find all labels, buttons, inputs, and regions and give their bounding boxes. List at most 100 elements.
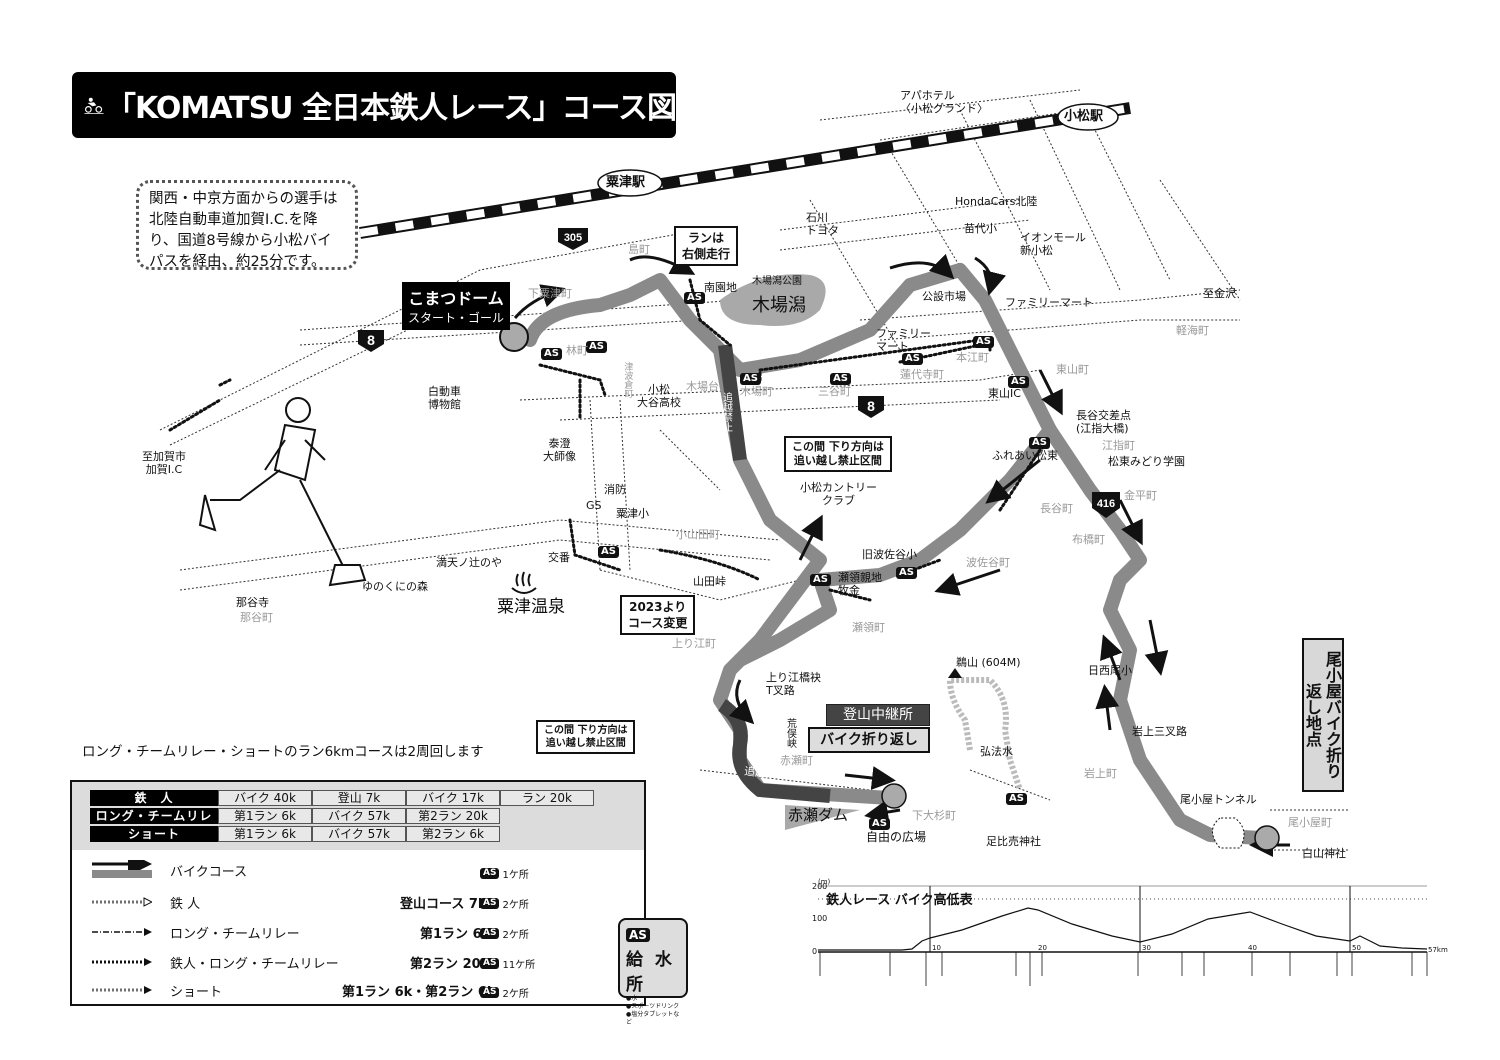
legend-run2: 鉄人・ロング・チームリレー 第2ラン 20k bbox=[92, 952, 489, 972]
landmark-label: 満天ノ辻のや bbox=[436, 556, 502, 569]
legend-bike-course: バイクコース bbox=[92, 860, 247, 880]
no-pass-road-label-1: 追越禁止 bbox=[720, 392, 732, 432]
aid-station-badge: AS bbox=[480, 868, 500, 879]
landmark-label: 松東みどり学園 bbox=[1108, 455, 1185, 468]
landmark-label: 至加賀市 加賀I.C bbox=[142, 450, 186, 476]
aid-station-badge: AS bbox=[973, 336, 994, 348]
elevation-chart: 200 100 0 (m) 10 20 30 40 50 57km bbox=[812, 878, 1448, 986]
aid-station-badge: AS bbox=[830, 373, 851, 385]
aid-station-badge: AS bbox=[1008, 376, 1029, 388]
as-count: AS 1ケ所 bbox=[480, 866, 529, 881]
landmark-label: HondaCars北陸 bbox=[955, 195, 1038, 208]
landmark-label: 鵜山 (604M) bbox=[956, 656, 1021, 669]
akase-dam-label: 赤瀬ダム bbox=[788, 806, 849, 824]
svg-text:40: 40 bbox=[1248, 944, 1257, 952]
komatsu-station-marker bbox=[1057, 103, 1119, 131]
aid-station-badge: AS bbox=[480, 987, 500, 998]
landmark-label: 小松 大谷高校 bbox=[637, 383, 681, 409]
as-count-value: 2ケ所 bbox=[502, 930, 529, 941]
start-goal-marker bbox=[499, 322, 529, 352]
landmark-label: 交番 bbox=[548, 551, 570, 564]
landmark-label: ゆのくにの森 bbox=[362, 580, 428, 593]
landmark-label: ふれあい松東 bbox=[992, 449, 1058, 462]
town-label: 蓮代寺町 bbox=[900, 368, 944, 381]
dotted-swatch bbox=[92, 958, 152, 966]
as-count: AS 2ケ所 bbox=[480, 985, 529, 1000]
town-label: 布橋町 bbox=[1072, 533, 1105, 546]
runner-illustration bbox=[198, 397, 367, 587]
landmark-label: 日西尾小 bbox=[1088, 664, 1132, 677]
town-label: 津波倉町 bbox=[622, 362, 633, 398]
landmark-label: 荒俣峡 bbox=[784, 718, 796, 748]
aid-station-badge: AS bbox=[740, 373, 761, 385]
segment-row-short: ショート 第1ラン 6k バイク 57k 第2ラン 6k bbox=[90, 826, 500, 842]
landmark-label: GS bbox=[586, 499, 602, 512]
okoya-turnaround-callout: 尾小屋バイク折り返し地点 bbox=[1302, 638, 1344, 792]
landmark-label: アパホテル 〈小松グランド〉 bbox=[900, 89, 988, 115]
legend-line-name: 鉄人・ロング・チームリレー bbox=[170, 956, 339, 972]
segment-part: 第2ラン 6k bbox=[406, 826, 500, 842]
komatsu-station-label: 小松駅 bbox=[1064, 109, 1104, 124]
town-label: 軽海町 bbox=[1176, 324, 1209, 337]
segment-part: ラン 20k bbox=[500, 790, 594, 806]
elevation-profile-line bbox=[818, 907, 1428, 951]
kibagata-lake bbox=[720, 274, 826, 326]
legend-line-name: ショート bbox=[170, 984, 223, 1000]
title-bar: 「KOMATSU 全日本鉄人レース」コース図 bbox=[72, 72, 677, 138]
bike-turnaround-label: バイク折り返し bbox=[808, 727, 930, 753]
mountain-trail bbox=[946, 677, 1023, 791]
landmark-label: 東山IC bbox=[988, 387, 1021, 400]
triathlon-logo-icon bbox=[84, 97, 104, 114]
run-right-side-callout: ランは 右側走行 bbox=[674, 226, 739, 266]
elevation-chart-title: 鉄人レース バイク高低表 bbox=[826, 893, 973, 908]
komatsu-dome-name: こまつドーム bbox=[408, 289, 504, 308]
town-label: 林町 bbox=[566, 344, 588, 357]
course-change-callout: 2023より コース変更 bbox=[620, 595, 696, 635]
aid-station-badge: AS bbox=[480, 898, 500, 909]
segment-row-ironman: 鉄 人 バイク 40k 登山 7k バイク 17k ラン 20k bbox=[90, 790, 594, 806]
svg-text:416: 416 bbox=[1097, 498, 1115, 510]
svg-text:200: 200 bbox=[812, 882, 827, 891]
landmark-label: 白動車 博物館 bbox=[428, 385, 461, 411]
as-count: AS 2ケ所 bbox=[480, 926, 529, 941]
aid-station-title: 給 水 所 bbox=[626, 950, 675, 995]
segment-part: 第1ラン 6k bbox=[218, 808, 312, 824]
no-pass-segment-1 bbox=[718, 344, 747, 461]
as-count: AS 11ケ所 bbox=[480, 956, 535, 971]
access-note: 関西・中京方面からの選手は北陸自動車道加賀I.C.を降り、国道8号線から小松バイ… bbox=[136, 180, 358, 270]
town-label: 瀬領町 bbox=[852, 621, 885, 634]
landmark-label: 弘法水 bbox=[980, 745, 1013, 758]
awazu-onsen-label: 粟津温泉 bbox=[497, 597, 565, 617]
landmark-label: 木場潟公園 bbox=[752, 276, 802, 287]
landmark-label: 消防 bbox=[604, 483, 626, 496]
summit-marker bbox=[948, 668, 962, 678]
aid-station-badge: AS bbox=[480, 928, 500, 939]
town-label: 本江町 bbox=[956, 351, 989, 364]
awazu-station-marker bbox=[597, 169, 663, 197]
akase-dam bbox=[785, 805, 860, 830]
aid-station-badge: AS bbox=[598, 546, 619, 558]
town-label: 江指町 bbox=[1102, 439, 1135, 452]
landmark-label: 苗代小 bbox=[964, 222, 997, 235]
relay-turnaround-marker bbox=[881, 783, 907, 809]
aid-station-legend: AS 給 水 所 ●水 ●スポーツドリンク ●塩分タブレットなど bbox=[618, 918, 688, 1026]
landmark-label: 山田峠 bbox=[693, 575, 726, 588]
landmark-label: 長谷交差点 (江指大橋) bbox=[1076, 409, 1131, 435]
route-shield-305: 305 bbox=[558, 228, 588, 250]
svg-text:8: 8 bbox=[367, 332, 375, 348]
landmark-label: 白山神社 bbox=[1302, 847, 1346, 860]
no-pass-callout-2: この間 下り方向は 追い越し禁止区間 bbox=[536, 720, 636, 754]
bike-course-swatch bbox=[92, 860, 152, 878]
town-label: 木場台 bbox=[686, 380, 719, 393]
aid-station-badge: AS bbox=[869, 818, 890, 830]
town-label: 下大杉町 bbox=[912, 809, 956, 822]
legend-line-distance: 第1ラン 6k bbox=[420, 926, 491, 942]
segment-part: バイク 17k bbox=[406, 790, 500, 806]
route-shield-416: 416 bbox=[1092, 492, 1120, 518]
legend-line-name: バイクコース bbox=[170, 864, 248, 880]
legend-panel: 鉄 人 バイク 40k 登山 7k バイク 17k ラン 20k ロング・チーム… bbox=[70, 780, 688, 1026]
segment-part: 第1ラン 6k bbox=[218, 826, 312, 842]
segment-part: 登山 7k bbox=[312, 790, 406, 806]
legend-line-distance: 第2ラン 20k bbox=[410, 956, 490, 972]
svg-text:20: 20 bbox=[1038, 944, 1047, 952]
